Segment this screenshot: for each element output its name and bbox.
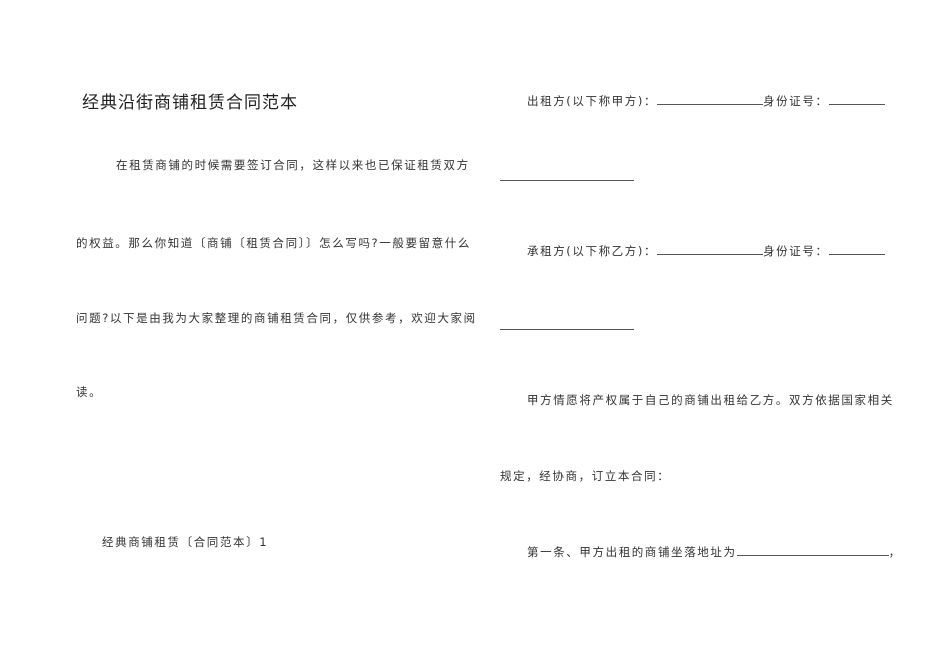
lessor-id-label: 身份证号： [763,94,829,108]
lessor-continuation-blank [500,180,634,181]
lessor-label: 出租方(以下称甲方)： [527,94,658,108]
lessor-id-blank [828,93,885,105]
article-1-end: ， [888,545,902,559]
intro-line-1: 在租赁商铺的时候需要签订合同，这样以来也已保证租赁双方 [116,158,470,172]
lessor-line: 出租方(以下称甲方)： 身份证号： [527,93,885,109]
intro-line-4: 读。 [76,385,103,399]
intro-line-2: 的权益。那么你知道〔商铺〔租赁合同〕〕怎么写吗?一般要留意什么 [76,236,471,250]
document-title: 经典沿街商铺租赁合同范本 [82,93,298,113]
lessee-label: 承租方(以下称乙方)： [527,244,658,258]
shop-address-blank [736,544,889,556]
lessee-id-blank [828,243,885,255]
intro-line-3: 问题?以下是由我为大家整理的商铺租赁合同，仅供参考，欢迎大家阅 [76,311,477,325]
lessee-name-blank [657,243,764,255]
agreement-line-2: 规定，经协商，订立本合同： [500,469,671,483]
lessee-continuation-blank [500,329,634,330]
section-heading: 经典商铺租赁〔合同范本〕1 [102,535,269,549]
article-1-line: 第一条、甲方出租的商铺坐落地址为 ， [527,544,902,560]
article-1-text: 第一条、甲方出租的商铺坐落地址为 [527,545,737,559]
lessor-name-blank [657,93,764,105]
lessee-id-label: 身份证号： [763,244,829,258]
agreement-line-1: 甲方情愿将产权属于自己的商铺出租给乙方。双方依据国家相关 [527,393,894,407]
lessee-line: 承租方(以下称乙方)： 身份证号： [527,243,885,259]
